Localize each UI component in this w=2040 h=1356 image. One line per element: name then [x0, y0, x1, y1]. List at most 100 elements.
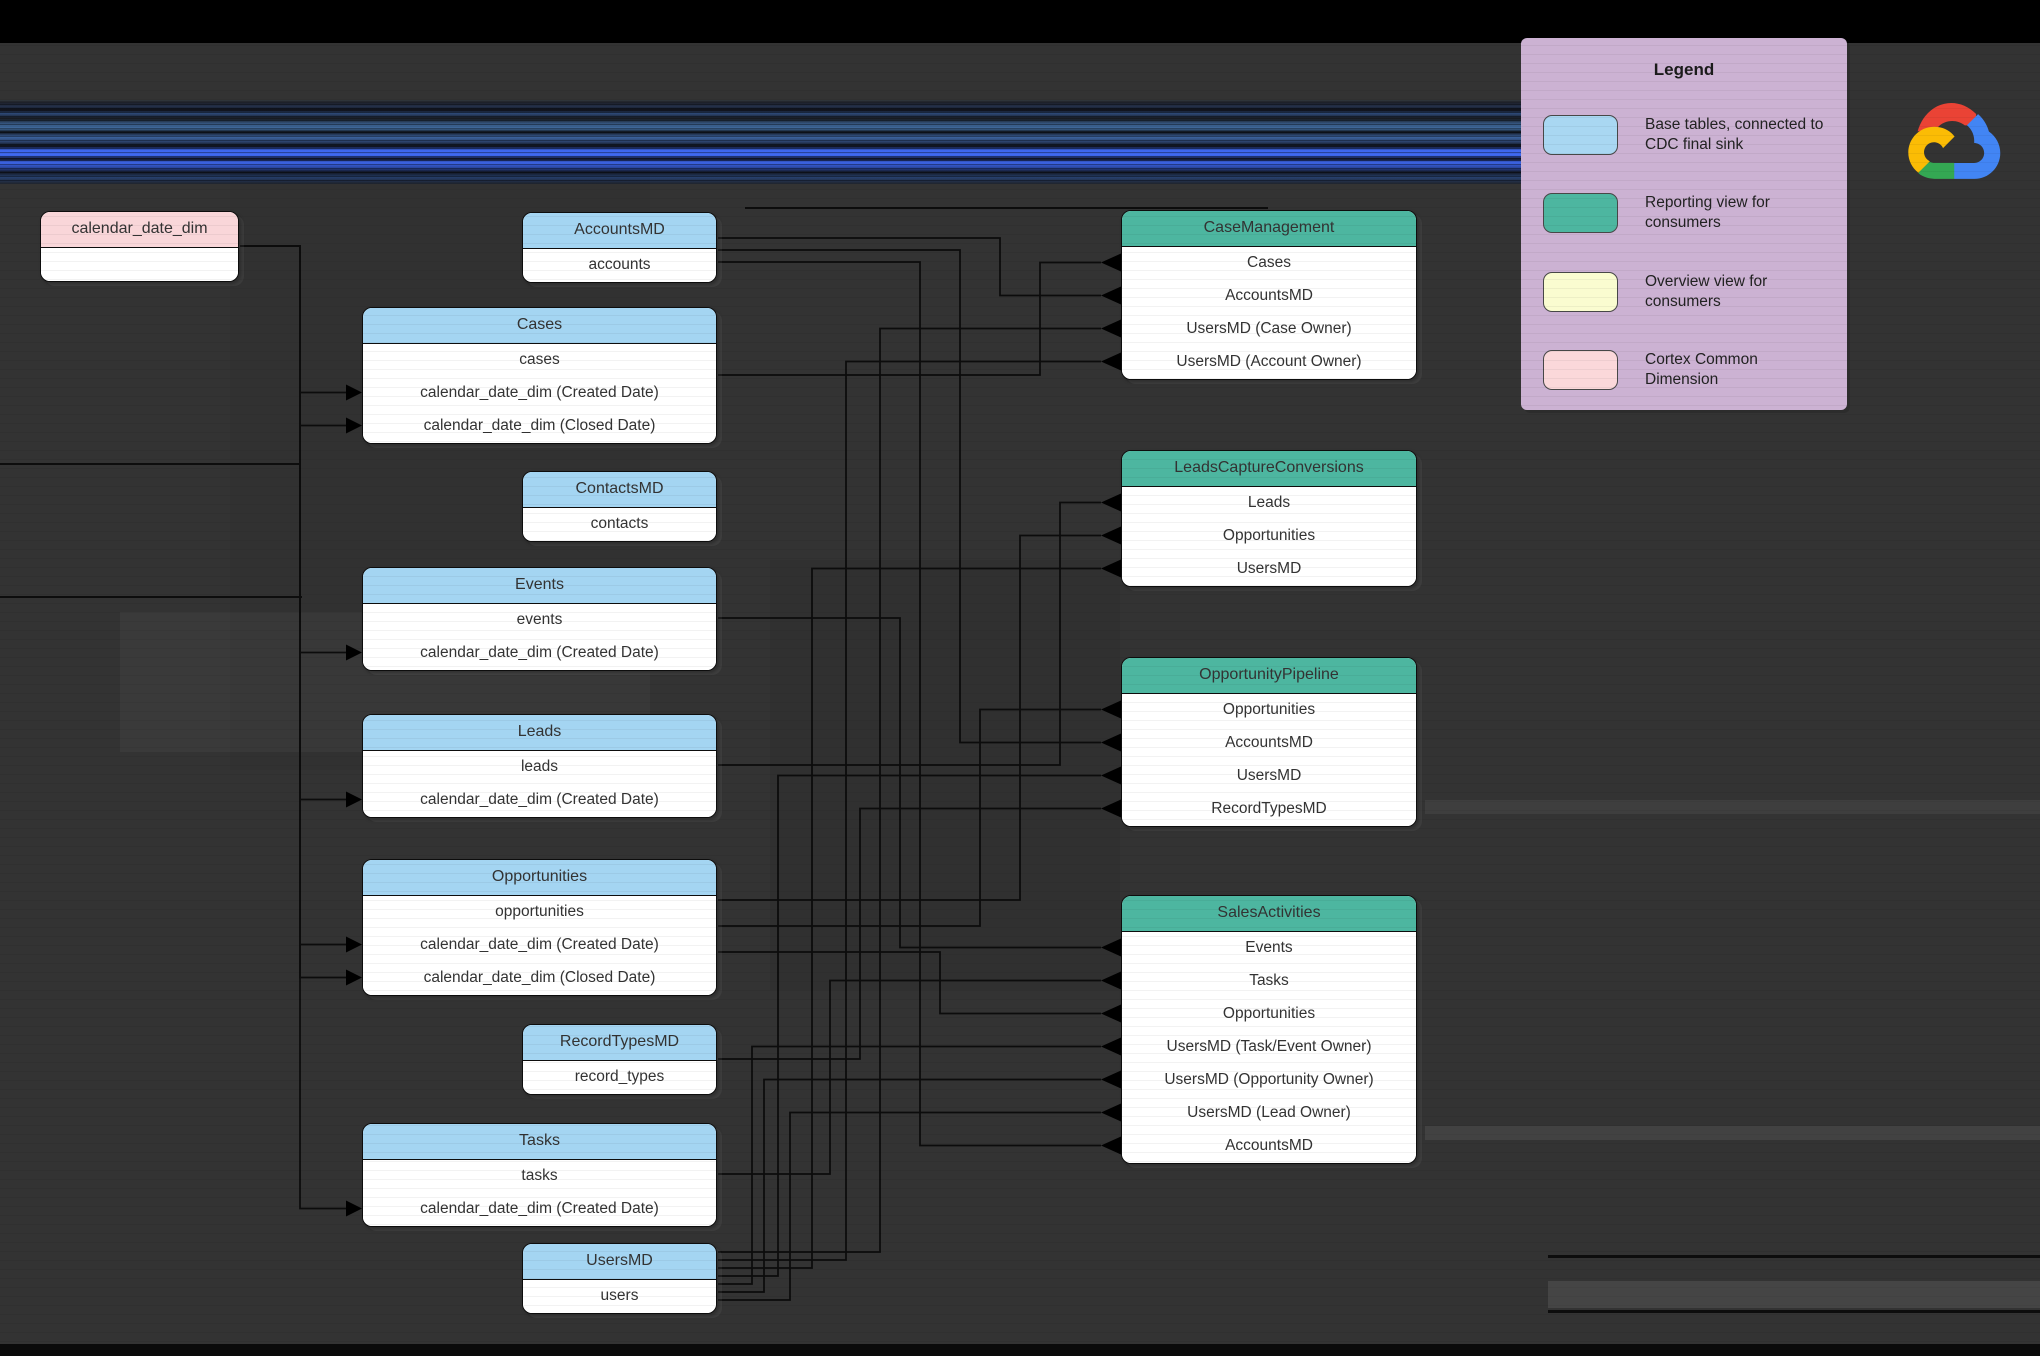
glitch-blue-band: [0, 100, 1521, 184]
table-row: [41, 247, 238, 281]
connector-arrowhead: [1101, 766, 1121, 785]
table-row: UsersMD (Case Owner): [1122, 312, 1416, 346]
legend-item: Reporting view for consumers: [1543, 193, 1829, 234]
connector-arrowhead: [1101, 700, 1121, 719]
table-row: Opportunities: [1122, 693, 1416, 727]
connector-line: [240, 245, 346, 946]
connector-arrowhead: [1101, 493, 1121, 512]
artifact-line: [1548, 1310, 2040, 1313]
connector-line: [718, 807, 1101, 1060]
table-row: Tasks: [1122, 964, 1416, 998]
artifact-band: [1425, 1126, 2040, 1140]
legend-item-label: Base tables, connected to CDC final sink: [1645, 116, 1824, 154]
table-row: events: [363, 603, 716, 637]
table-row: cases: [363, 343, 716, 377]
table-row: calendar_date_dim (Closed Date): [363, 409, 716, 443]
table-row: AccountsMD: [1122, 1129, 1416, 1163]
table-header: Events: [363, 568, 716, 604]
connector-arrowhead: [1101, 1037, 1121, 1056]
legend-swatch: [1543, 272, 1618, 313]
top-black-bar: [0, 0, 2040, 43]
connector-arrowhead: [1101, 938, 1121, 957]
table-row: accounts: [523, 248, 716, 282]
artifact-line: [0, 596, 302, 598]
artifact-line: [1548, 1255, 2040, 1258]
connector-line: [240, 245, 346, 1210]
connector-line: [240, 245, 346, 654]
table-row: UsersMD (Account Owner): [1122, 345, 1416, 379]
artifact-line: [745, 207, 1268, 209]
table-row: RecordTypesMD: [1122, 792, 1416, 826]
google-cloud-logo: [1908, 102, 2001, 179]
table-row: record_types: [523, 1060, 716, 1094]
connector-line: [240, 245, 346, 394]
legend-swatch: [1543, 193, 1618, 234]
table-calendar_date_dim: calendar_date_dim: [40, 211, 239, 282]
table-row: calendar_date_dim (Created Date): [363, 783, 716, 817]
table-row: calendar_date_dim (Created Date): [363, 636, 716, 670]
legend-swatch: [1543, 115, 1618, 156]
connector-line: [718, 774, 1101, 1277]
connector-arrowhead: [1101, 799, 1121, 818]
table-row: opportunities: [363, 895, 716, 929]
table-header: OpportunityPipeline: [1122, 658, 1416, 694]
connector-arrowhead: [1101, 971, 1121, 990]
table-row: AccountsMD: [1122, 279, 1416, 313]
connector-line: [718, 249, 1101, 744]
legend-item: Cortex Common Dimension: [1543, 350, 1829, 391]
legend-item-label: Overview view for consumers: [1645, 273, 1768, 311]
table-row: UsersMD (Opportunity Owner): [1122, 1063, 1416, 1097]
table-row: calendar_date_dim (Created Date): [363, 1192, 716, 1226]
connector-arrowhead: [346, 969, 362, 986]
table-header: Leads: [363, 715, 716, 751]
table-row: calendar_date_dim (Created Date): [363, 376, 716, 410]
table-header: Opportunities: [363, 860, 716, 896]
connector-line: [718, 617, 1101, 949]
table-row: users: [523, 1279, 716, 1313]
table-row: Leads: [1122, 486, 1416, 520]
connector-line: [718, 1078, 1101, 1293]
table-row: calendar_date_dim (Created Date): [363, 928, 716, 962]
table-header: RecordTypesMD: [523, 1025, 716, 1061]
legend-title: Legend: [1653, 60, 1715, 79]
table-row: contacts: [523, 507, 716, 541]
connector-line: [718, 1045, 1101, 1285]
connector-arrowhead: [1101, 559, 1121, 578]
artifact-band: [1425, 800, 2040, 814]
connector-line: [718, 261, 1101, 376]
table-header: Tasks: [363, 1124, 716, 1160]
legend-item: Overview view for consumers: [1543, 272, 1829, 313]
artifact-band: [1548, 1281, 2040, 1308]
connector-line: [240, 245, 346, 979]
connector-arrowhead: [1101, 1136, 1121, 1155]
legend-panel: Legend Base tables, connected to CDC fin…: [1521, 38, 1847, 410]
table-row: Opportunities: [1122, 519, 1416, 553]
connector-arrowhead: [1101, 733, 1121, 752]
table-row: UsersMD: [1122, 552, 1416, 586]
connector-line: [718, 979, 1101, 1175]
connector-line: [718, 360, 1101, 1261]
connector-arrowhead: [346, 644, 362, 661]
table-row: AccountsMD: [1122, 726, 1416, 760]
connector-arrowhead: [1101, 526, 1121, 545]
table-row: leads: [363, 750, 716, 784]
table-row: Events: [1122, 931, 1416, 965]
artifact-line: [0, 463, 300, 465]
table-row: UsersMD: [1122, 759, 1416, 793]
table-row: Cases: [1122, 246, 1416, 280]
table-header: AccountsMD: [523, 213, 716, 249]
connector-line: [718, 567, 1101, 1269]
connector-arrowhead: [346, 791, 362, 808]
